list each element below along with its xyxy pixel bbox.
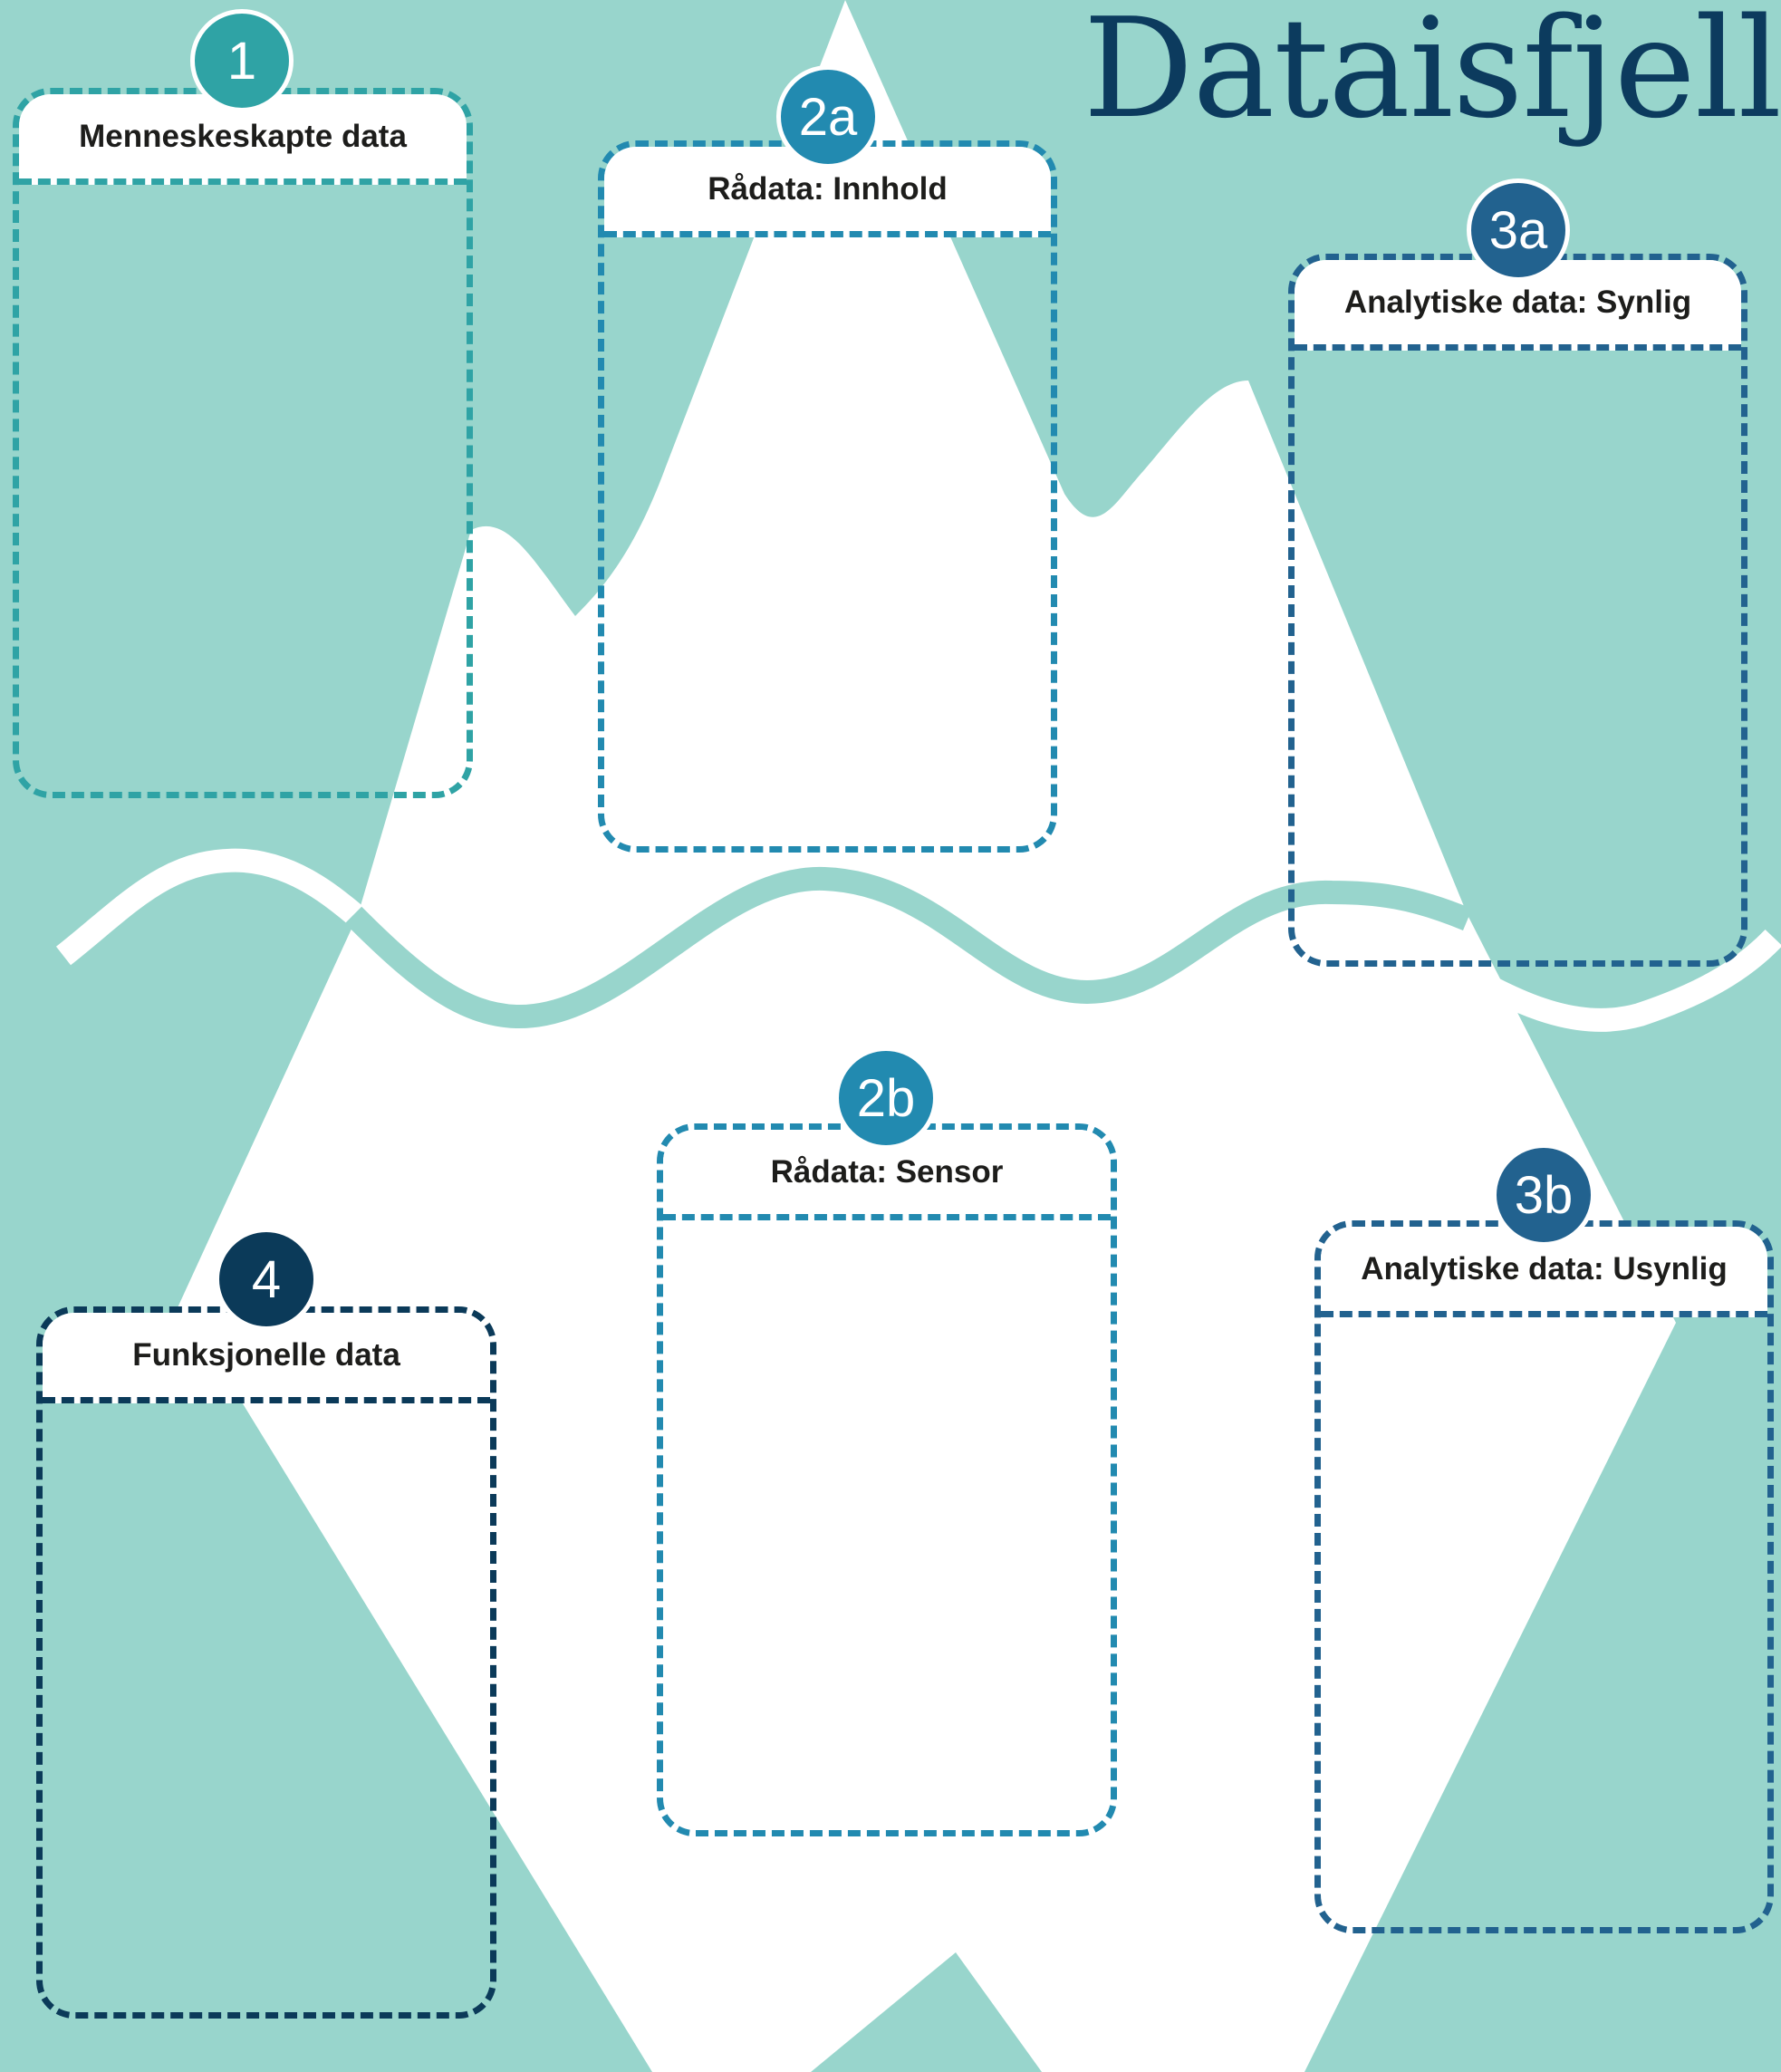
box-analytic-invisible: Analytiske data: Usynlig	[1314, 1220, 1774, 1933]
box-content-area[interactable]	[19, 185, 467, 792]
badge-1: 1	[190, 9, 294, 112]
box-label: Menneskeskapte data	[79, 119, 407, 155]
box-content-area[interactable]	[663, 1220, 1111, 1830]
page-title: Dataisfjell	[1083, 0, 1781, 138]
box-label: Funksjonelle data	[132, 1337, 400, 1373]
box-human-data: Menneskeskapte data	[13, 88, 473, 798]
box-analytic-visible: Analytiske data: Synlig	[1288, 254, 1747, 967]
box-label: Rådata: Sensor	[771, 1154, 1004, 1190]
box-label: Analytiske data: Usynlig	[1361, 1251, 1728, 1287]
box-content-area[interactable]	[1321, 1317, 1767, 1927]
box-label: Analytiske data: Synlig	[1344, 284, 1691, 321]
box-content-area[interactable]	[1295, 351, 1741, 960]
badge-3a: 3a	[1467, 178, 1570, 282]
badge-4: 4	[215, 1228, 318, 1331]
box-label: Rådata: Innhold	[708, 171, 947, 207]
box-raw-sensor: Rådata: Sensor	[657, 1123, 1117, 1836]
box-functional-data: Funksjonelle data	[36, 1306, 496, 2019]
badge-2a: 2a	[776, 65, 880, 169]
box-raw-content: Rådata: Innhold	[598, 140, 1057, 853]
badge-3b: 3b	[1492, 1143, 1595, 1247]
box-content-area[interactable]	[43, 1403, 490, 2012]
box-content-area[interactable]	[604, 237, 1051, 846]
badge-2b: 2b	[834, 1046, 938, 1150]
